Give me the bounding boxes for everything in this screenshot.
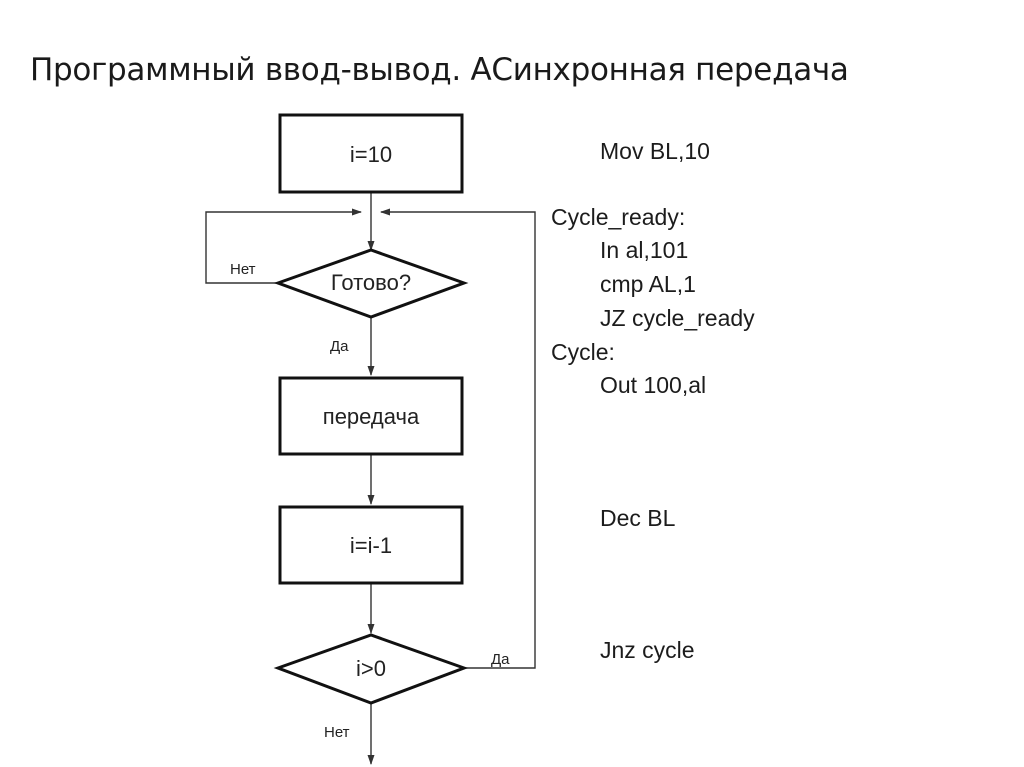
transfer-box [278, 376, 464, 456]
start-box-label: i=10 [350, 142, 392, 167]
loop-decision-label: i>0 [356, 656, 386, 681]
ready-no-label: Нет [230, 261, 256, 278]
code-line-cycle-ready-label: Cycle_ready: [551, 204, 686, 230]
loop-no-label: Нет [324, 724, 350, 741]
code-line-mov: Mov BL,10 [600, 138, 710, 164]
decrement-box [278, 505, 464, 585]
code-line-out: Out 100,al [600, 372, 707, 398]
code-line-cycle-label: Cycle: [551, 339, 615, 365]
code-line-jnz: Jnz cycle [600, 637, 695, 663]
connector-loop-back [380, 208, 536, 669]
slide-title: Программный ввод-вывод. АСинхронная пере… [30, 52, 849, 88]
loop-yes-label: Да [491, 651, 510, 668]
code-line-cmp: cmp AL,1 [600, 271, 696, 297]
code-line-dec: Dec BL [600, 505, 676, 531]
loop-decision [273, 633, 469, 705]
ready-decision-label: Готово? [331, 270, 411, 295]
start-box [278, 113, 464, 194]
code-line-in: In al,101 [600, 237, 689, 263]
ready-decision [273, 248, 469, 319]
transfer-box-label: передача [323, 404, 420, 429]
code-line-jz: JZ cycle_ready [600, 305, 755, 331]
connector-not-ready-loop [205, 208, 362, 284]
decrement-box-label: i=i-1 [350, 533, 392, 558]
ready-yes-label: Да [330, 338, 349, 355]
